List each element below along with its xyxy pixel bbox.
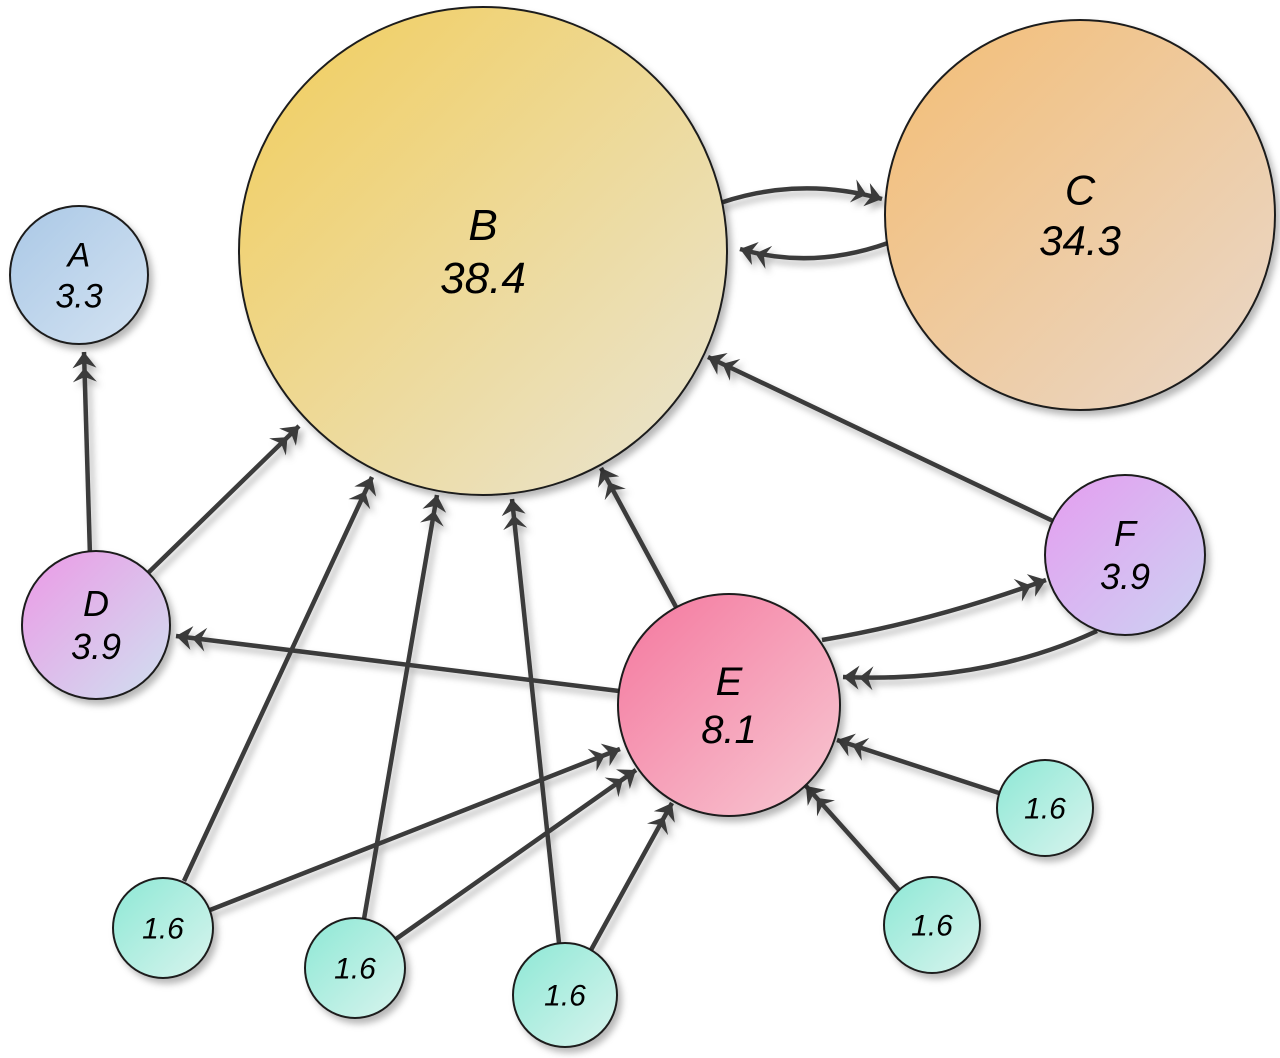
node-label-N1: 1.6 <box>142 913 184 946</box>
edge-B-C <box>719 179 883 207</box>
edge-N1-B <box>181 476 377 882</box>
node-label-N5: 1.6 <box>1024 793 1066 826</box>
edge-E-F <box>821 574 1047 643</box>
edges-layer <box>72 179 1098 952</box>
node-value-A: 3.3 <box>55 277 102 315</box>
edge-N5-E <box>836 733 1000 796</box>
edge-C-B <box>739 240 889 269</box>
node-value-B: 38.4 <box>440 254 526 303</box>
node-circle-C <box>884 19 1276 411</box>
node-N5: 1.6 <box>996 759 1094 857</box>
node-value-F: 3.9 <box>1100 556 1150 597</box>
node-value-N4: 1.6 <box>911 910 953 943</box>
node-circle-F <box>1044 474 1206 636</box>
node-N1: 1.6 <box>112 877 214 979</box>
node-label-N4: 1.6 <box>911 910 953 943</box>
edge-N3-B <box>501 498 562 944</box>
node-value-C: 34.3 <box>1039 217 1121 264</box>
node-circle-D <box>21 550 171 700</box>
node-value-N2: 1.6 <box>334 953 376 986</box>
node-circle-N5 <box>996 759 1094 857</box>
edge-E-D <box>175 626 620 694</box>
edge-F-E <box>842 628 1098 691</box>
edge-D-B <box>146 424 301 575</box>
node-N2: 1.6 <box>304 917 406 1019</box>
node-letter-A: A <box>66 237 91 275</box>
node-circle-N3 <box>512 942 618 1048</box>
node-value-E: 8.1 <box>701 708 757 752</box>
node-circle-N1 <box>112 877 214 979</box>
edge-N4-E <box>804 784 901 892</box>
edge-N3-E <box>589 801 675 952</box>
node-circle-B <box>238 6 728 496</box>
node-circle-E <box>617 593 841 817</box>
node-circle-A <box>9 205 149 345</box>
node-circle-N2 <box>304 917 406 1019</box>
edge-N2-B <box>361 494 447 920</box>
node-label-N2: 1.6 <box>334 953 376 986</box>
edge-N1-E <box>209 743 621 913</box>
node-value-N5: 1.6 <box>1024 793 1066 826</box>
node-value-N3: 1.6 <box>544 980 586 1013</box>
node-value-D: 3.9 <box>71 626 121 667</box>
node-N4: 1.6 <box>883 876 981 974</box>
node-circle-N4 <box>883 876 981 974</box>
edge-D-A <box>72 351 97 557</box>
node-letter-B: B <box>468 201 497 250</box>
edge-N2-E <box>394 768 638 941</box>
edge-F-B <box>707 353 1054 524</box>
edge-E-B <box>598 466 678 609</box>
node-letter-E: E <box>716 660 744 704</box>
node-letter-D: D <box>83 583 109 624</box>
node-letter-C: C <box>1065 167 1096 214</box>
node-label-N3: 1.6 <box>544 980 586 1013</box>
node-N3: 1.6 <box>512 942 618 1048</box>
node-letter-F: F <box>1114 513 1138 554</box>
node-value-N1: 1.6 <box>142 913 184 946</box>
